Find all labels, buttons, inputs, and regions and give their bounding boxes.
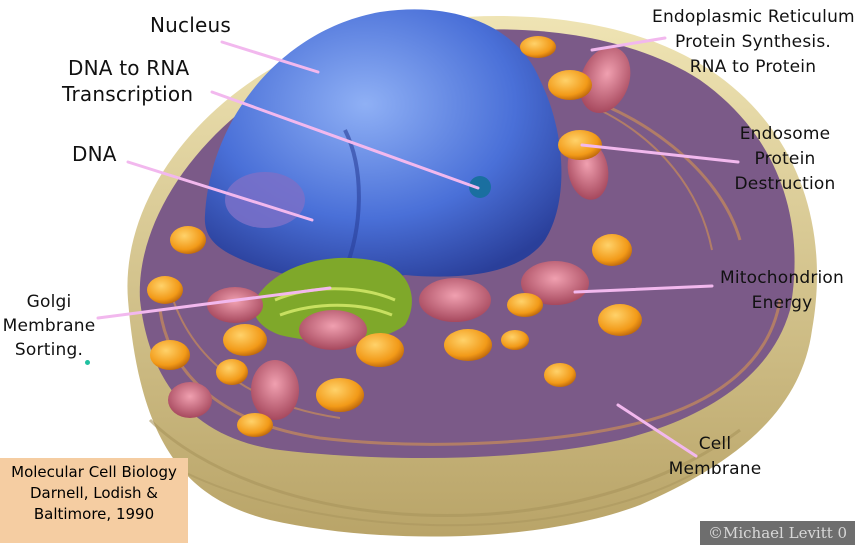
label-mitochondrion-line1: Mitochondrion <box>712 266 852 291</box>
label-endosome-line1: Endosome <box>720 122 850 147</box>
label-mitochondrion: Mitochondrion Energy <box>712 266 852 316</box>
label-endosome: Endosome Protein Destruction <box>720 122 850 197</box>
label-er-line1: Endoplasmic Reticulum <box>652 5 854 30</box>
label-er-line3: RNA to Protein <box>652 55 854 80</box>
label-er-line2: Protein Synthesis. <box>652 30 854 55</box>
citation-box: Molecular Cell Biology Darnell, Lodish &… <box>0 458 188 543</box>
citation-line1: Molecular Cell Biology <box>0 462 188 483</box>
copyright-watermark: ©Michael Levitt 0 <box>700 521 855 545</box>
teal-dot <box>85 360 90 365</box>
label-cell-membrane: Cell Membrane <box>660 432 770 482</box>
citation-line2: Darnell, Lodish & <box>0 483 188 504</box>
label-dna-to-rna-line1: DNA to RNA <box>62 55 193 81</box>
label-cell-membrane-line2: Membrane <box>660 457 770 482</box>
citation-line3: Baltimore, 1990 <box>0 504 188 525</box>
label-cell-membrane-line1: Cell <box>660 432 770 457</box>
label-endosome-line2: Protein <box>720 147 850 172</box>
label-nucleus: Nucleus <box>150 14 231 37</box>
label-golgi-line1: Golgi <box>0 290 98 314</box>
label-endoplasmic-reticulum: Endoplasmic Reticulum Protein Synthesis.… <box>652 5 854 80</box>
label-mitochondrion-line2: Energy <box>712 291 852 316</box>
label-dna-to-rna-transcription: DNA to RNA Transcription <box>62 55 193 107</box>
label-golgi-line3: Sorting. <box>0 338 98 362</box>
label-golgi: Golgi Membrane Sorting. <box>0 290 98 362</box>
label-dna: DNA <box>72 143 117 166</box>
label-endosome-line3: Destruction <box>720 172 850 197</box>
label-golgi-line2: Membrane <box>0 314 98 338</box>
nucleus-shape <box>205 9 562 280</box>
label-dna-to-rna-line2: Transcription <box>62 81 193 107</box>
